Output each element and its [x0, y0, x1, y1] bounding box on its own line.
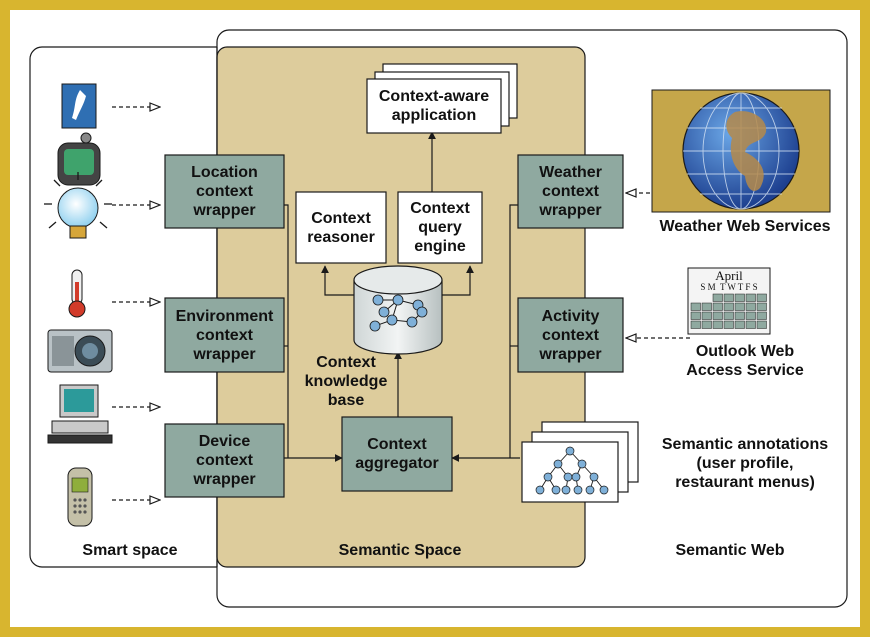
- calendar-day-cell: [712, 311, 723, 320]
- calendar-day-cell: [745, 293, 756, 302]
- outlook-service-label: Outlook Web Access Service: [686, 343, 804, 379]
- aggregator-label: Context aggregator: [355, 436, 439, 472]
- calendar-day-cell: [734, 311, 745, 320]
- projector-icon: [47, 329, 113, 373]
- semantic-space-label: Semantic Space: [338, 541, 462, 559]
- calendar-day-cell: [734, 302, 745, 311]
- activity-wrapper-label: Activity context wrapper: [539, 307, 602, 363]
- database-icon: [353, 265, 443, 355]
- semantic-web-label: Semantic Web: [675, 541, 785, 559]
- calendar-day-cell: [701, 320, 712, 329]
- query-engine-label: Context query engine: [410, 200, 470, 255]
- activity-wrapper-box: [517, 297, 624, 373]
- calendar-month: April: [715, 268, 743, 283]
- application-box: [366, 78, 502, 134]
- pen-sensor-icon: [61, 83, 97, 129]
- calendar-weekdays: S M T W T F S: [700, 282, 758, 292]
- calendar-day-cell: [712, 293, 723, 302]
- reasoner-label: Context reasoner: [307, 209, 375, 246]
- mobile-phone-icon: [67, 467, 93, 527]
- device-wrapper-label: Device context wrapper: [193, 433, 256, 488]
- weather-wrapper-box: [517, 154, 624, 229]
- calendar-day-cell: [756, 311, 767, 320]
- calendar-day-cell: [701, 302, 712, 311]
- calendar-day-cell: [756, 293, 767, 302]
- smart-space-label: Smart space: [82, 541, 178, 559]
- device-wrapper-box: [164, 423, 285, 498]
- calendar-day-cell: [756, 302, 767, 311]
- wrapper-boxes: [164, 154, 624, 498]
- reasoner-box: [295, 191, 387, 264]
- annotations-label: Semantic annotations (user profile, rest…: [661, 435, 829, 491]
- calendar-day-cell: [756, 320, 767, 329]
- calendar-day-cell: [745, 311, 756, 320]
- location-wrapper-box: [164, 154, 285, 229]
- calendar-day-cell: [734, 320, 745, 329]
- thermometer-icon: [68, 269, 86, 318]
- calendar-day-cell: [690, 320, 701, 329]
- query-engine-box: [397, 191, 483, 264]
- weather-wrapper-label: Weather context wrapper: [539, 164, 602, 219]
- dashed-arrows: [112, 107, 690, 500]
- calendar-day-cell: [712, 302, 723, 311]
- application-label: Context-aware application: [378, 88, 490, 124]
- calendar-day-cell: [723, 293, 734, 302]
- calendar-day-cell: [701, 311, 712, 320]
- calendar-day-cell: [690, 311, 701, 320]
- globe-icon: [651, 89, 831, 213]
- calendar-day-cell: [690, 302, 701, 311]
- calendar-day-cell: [734, 293, 745, 302]
- light-bulb-icon: [44, 172, 112, 239]
- calendar-day-cell: [712, 320, 723, 329]
- desktop-computer-icon: [47, 384, 113, 444]
- calendar-icon: [687, 267, 771, 335]
- aggregator-box: [341, 416, 453, 492]
- location-wrapper-label: Location context wrapper: [191, 164, 258, 219]
- knowledge-base-label: Context knowledge base: [304, 353, 388, 409]
- environment-wrapper-box: [164, 297, 285, 373]
- calendar-day-cell: [745, 302, 756, 311]
- calendar-day-cell: [723, 320, 734, 329]
- wearable-device-icon: [57, 132, 101, 186]
- calendar-day-cell: [723, 311, 734, 320]
- connectors: [284, 131, 520, 462]
- weather-service-label: Weather Web Services: [659, 217, 831, 235]
- tree-graph-icon: [535, 446, 609, 495]
- environment-wrapper-label: Environment context wrapper: [175, 307, 274, 363]
- calendar-day-cell: [745, 320, 756, 329]
- calendar-day-cell: [723, 302, 734, 311]
